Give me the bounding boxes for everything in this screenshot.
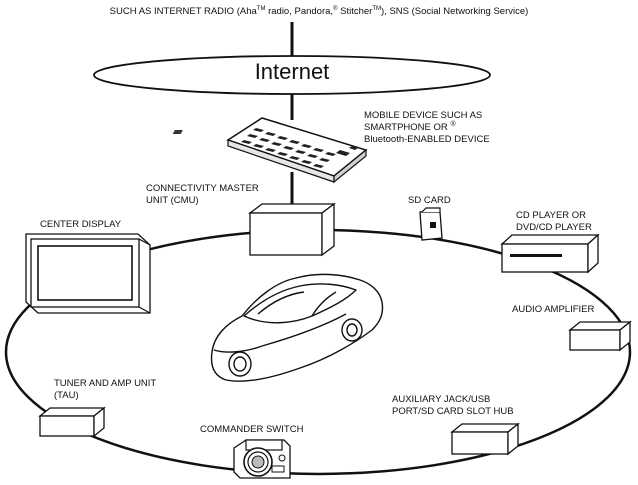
registered-mark: ®	[333, 5, 338, 12]
trademark-mark: TM	[372, 5, 382, 12]
caption-part: ), SNS (Social Networking Service)	[381, 6, 529, 17]
caption-part: SUCH AS INTERNET RADIO (Aha	[109, 6, 257, 17]
aux-hub-line: AUXILIARY JACK/USB	[392, 394, 491, 405]
mobile-device-line-text: SMARTPHONE OR	[364, 122, 448, 133]
mobile-device-line: Bluetooth-ENABLED DEVICE	[364, 134, 490, 145]
center-display-icon	[25, 233, 151, 314]
trademark-mark: TM	[256, 5, 266, 12]
cmu-line: UNIT (CMU)	[146, 195, 199, 206]
cd-player-label: CD PLAYER OR DVD/CD PLAYER	[516, 210, 592, 234]
car-icon	[210, 273, 384, 382]
registered-mark: ®	[450, 120, 456, 128]
sd-card-icon	[419, 207, 443, 241]
audio-amplifier-icon	[568, 320, 632, 352]
aux-hub-label: AUXILIARY JACK/USB PORT/SD CARD SLOT HUB	[392, 394, 514, 418]
tuner-label: TUNER AND AMP UNIT (TAU)	[54, 378, 156, 402]
tuner-line: TUNER AND AMP UNIT	[54, 378, 157, 389]
commander-switch-label: COMMANDER SWITCH	[200, 424, 304, 435]
cmu-box	[248, 202, 336, 257]
cd-player-line: DVD/CD PLAYER	[516, 222, 592, 233]
cmu-line: CONNECTIVITY MASTER	[146, 183, 259, 194]
mobile-device-label: MOBILE DEVICE SUCH AS SMARTPHONE OR ® Bl…	[364, 110, 490, 146]
mobile-device-line: MOBILE DEVICE SUCH AS	[364, 110, 483, 121]
cd-player-icon	[500, 233, 600, 274]
caption-part: Stitcher	[337, 6, 373, 17]
aux-hub-icon	[450, 422, 520, 456]
sd-card-label: SD CARD	[408, 195, 451, 206]
caption-part: radio, Pandora,	[265, 6, 334, 17]
internet-label: Internet	[254, 59, 330, 84]
aux-hub-line: PORT/SD CARD SLOT HUB	[392, 406, 514, 417]
mobile-device-line: SMARTPHONE OR ®	[364, 120, 490, 134]
internet-cloud	[93, 55, 491, 95]
center-display-label: CENTER DISPLAY	[40, 219, 122, 230]
commander-switch-icon	[233, 439, 291, 479]
cd-player-line: CD PLAYER OR	[516, 210, 587, 221]
top-caption: SUCH AS INTERNET RADIO (AhaTM radio, Pan…	[0, 6, 638, 18]
mobile-device-icon	[172, 117, 368, 184]
tuner-unit-icon	[38, 406, 106, 438]
audio-amplifier-label: AUDIO AMPLIFIER	[512, 304, 595, 315]
tuner-line: (TAU)	[54, 390, 79, 401]
cmu-label: CONNECTIVITY MASTER UNIT (CMU)	[146, 183, 259, 207]
